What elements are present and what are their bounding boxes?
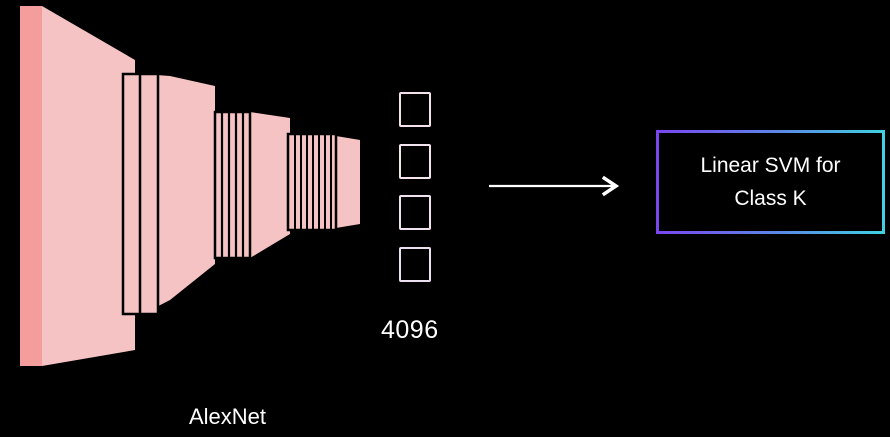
conv-layer-2 [121,72,215,316]
feature-vector-cell [399,92,431,127]
network-name-label: AlexNet [189,404,267,429]
conv-layer-3 [213,110,290,260]
svm-classifier-inner: Linear SVM for Class K [659,133,882,231]
feature-vector-cell [399,195,431,230]
conv-layer-4 [286,132,360,232]
svm-label-line-1: Linear SVM for [700,154,841,177]
feature-size-label: 4096 [381,316,439,344]
feature-vector-cell [399,247,431,282]
conv-layer-1 [20,6,135,366]
svm-label-line-2: Class K [734,187,807,210]
svm-classifier-box: Linear SVM for Class K [656,130,885,234]
feature-vector-cell [399,144,431,179]
